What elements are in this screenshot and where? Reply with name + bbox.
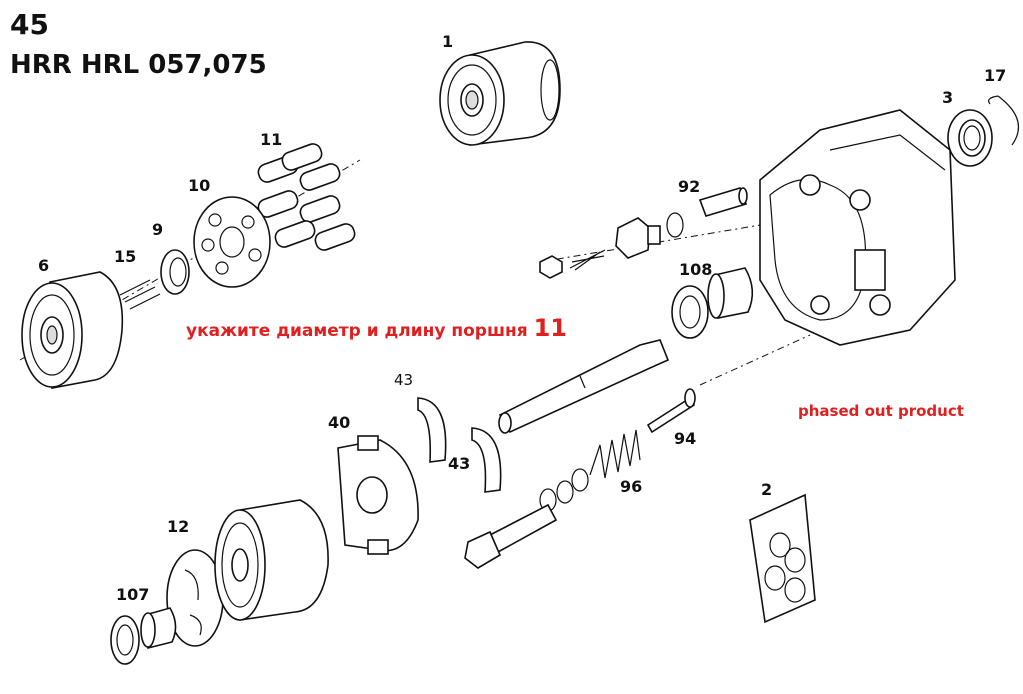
piston-note: укажите диаметр и длину поршня 11 — [186, 314, 567, 342]
pins-15 — [119, 279, 161, 310]
shaft-seal-3 — [947, 109, 993, 167]
spring-96 — [589, 429, 641, 479]
phased-out-note: phased out product — [798, 402, 964, 420]
cylinder-block-1 — [439, 41, 561, 146]
piston-note-text: укажите диаметр и длину поршня — [186, 321, 528, 341]
label-2: 2 — [761, 480, 772, 499]
drive-shaft — [498, 339, 670, 434]
swashplate-40 — [337, 435, 419, 555]
label-9: 9 — [152, 220, 163, 239]
cylinder-block-lower — [214, 499, 329, 621]
label-96: 96 — [620, 477, 642, 496]
label-94: 94 — [674, 429, 696, 448]
retainer-plate-10 — [193, 196, 271, 288]
pistons-11 — [257, 143, 356, 251]
label-1: 1 — [442, 32, 453, 51]
circlip-17 — [988, 95, 1020, 146]
pin-92 — [698, 187, 748, 217]
bearing-107 — [110, 607, 177, 665]
axis-line-mid — [539, 219, 791, 263]
label-10: 10 — [188, 176, 210, 195]
label-92: 92 — [678, 177, 700, 196]
cylinder-block-6 — [21, 271, 124, 389]
valve-plate-12 — [166, 549, 224, 647]
label-17: 17 — [984, 66, 1006, 85]
adjusting-screw — [464, 503, 558, 569]
bearing-108 — [671, 267, 754, 339]
label-107: 107 — [116, 585, 149, 604]
half-bearing-43a — [417, 397, 447, 463]
label-11: 11 — [260, 130, 282, 149]
seal-kit-2 — [749, 493, 816, 624]
axis-line-upper — [19, 159, 361, 361]
plug-fitting — [615, 212, 684, 259]
diagram-number: 45 — [10, 8, 49, 41]
label-6: 6 — [38, 256, 49, 275]
label-12: 12 — [167, 517, 189, 536]
screw-and-nut — [539, 249, 606, 279]
pin-94 — [646, 388, 696, 434]
pump-housing — [759, 109, 956, 346]
label-108: 108 — [679, 260, 712, 279]
label-43a: 43 — [394, 371, 413, 389]
label-3: 3 — [942, 88, 953, 107]
piston-note-ref: 11 — [533, 314, 568, 342]
model-title: HRR HRL 057,075 — [10, 50, 267, 80]
ball-guide-9 — [160, 249, 190, 295]
axis-line-lower — [699, 334, 811, 386]
half-bearing-43b — [471, 427, 502, 493]
label-15: 15 — [114, 247, 136, 266]
label-40: 40 — [328, 413, 350, 432]
label-43b: 43 — [448, 454, 470, 473]
